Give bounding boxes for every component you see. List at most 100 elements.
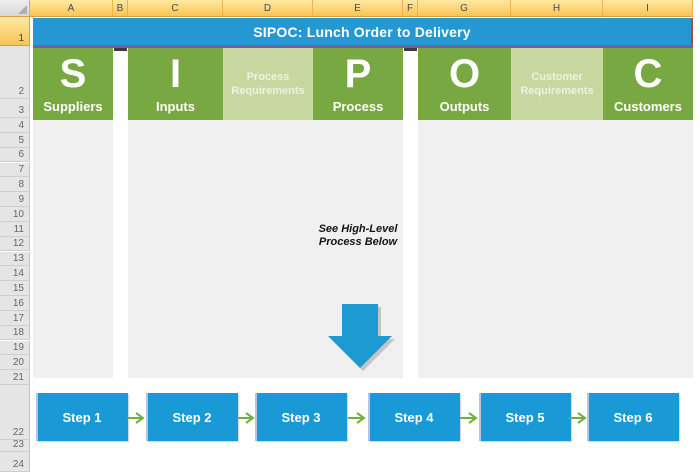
sheet-title[interactable]: SIPOC: Lunch Order to Delivery [33, 18, 693, 45]
column-band-I [603, 120, 693, 378]
column-header-B[interactable]: B [113, 0, 128, 17]
row-number: 10 [12, 208, 24, 220]
column-header-D[interactable]: D [223, 0, 313, 17]
row-number: 1 [18, 33, 24, 44]
sipoc-letter: O [448, 51, 481, 96]
column-band-A [33, 120, 113, 378]
sipoc-block-outputs[interactable]: O Outputs [418, 48, 511, 120]
row-header-14[interactable]: 14 [0, 266, 30, 282]
row-number: 9 [18, 193, 24, 205]
column-header-C[interactable]: C [128, 0, 223, 17]
sipoc-block-process[interactable]: P Process [313, 48, 403, 120]
column-letter: D [263, 2, 272, 14]
row-number: 20 [12, 357, 24, 369]
row-header-6[interactable]: 6 [0, 147, 30, 163]
step-label: Step 2 [172, 409, 212, 425]
title-shadow-segment [114, 48, 127, 51]
row-header-16[interactable]: 16 [0, 296, 30, 311]
step-label: Step 4 [394, 409, 434, 425]
step-2-box[interactable]: Step 2 [146, 393, 238, 441]
sipoc-label: Process [332, 99, 384, 114]
sipoc-letter: C [633, 51, 663, 96]
sipoc-letter: P [344, 51, 372, 96]
column-band-H [511, 120, 603, 378]
column-letter: E [354, 2, 361, 14]
title-shadow-segment [404, 48, 417, 51]
row-header-15[interactable]: 15 [0, 281, 30, 296]
column-band-C [128, 120, 223, 378]
step-3-box[interactable]: Step 3 [255, 393, 347, 441]
column-header-E[interactable]: E [313, 0, 403, 17]
requirements-block-H[interactable]: Customer Requirements [511, 48, 603, 120]
row-header-10[interactable]: 10 [0, 207, 30, 222]
column-letter: A [67, 2, 75, 14]
row-header-5[interactable]: 5 [0, 132, 30, 148]
sipoc-label: Outputs [439, 99, 490, 114]
row-header-21[interactable]: 21 [0, 370, 30, 385]
row-header-12[interactable]: 12 [0, 236, 30, 252]
row-header-2[interactable]: 2 [0, 46, 30, 99]
row-header-4[interactable]: 4 [0, 118, 30, 133]
row-number: 14 [12, 268, 24, 280]
sipoc-block-customers[interactable]: C Customers [603, 48, 693, 120]
requirements-block-D[interactable]: Process Requirements [223, 48, 313, 120]
column-letter: C [171, 2, 179, 14]
row-number: 7 [18, 164, 24, 176]
row-header-3[interactable]: 3 [0, 99, 30, 118]
row-header-9[interactable]: 9 [0, 192, 30, 207]
row-number: 6 [18, 149, 24, 161]
sipoc-letter: I [169, 51, 182, 96]
step-6-box[interactable]: Step 6 [587, 393, 679, 441]
select-all-corner[interactable] [0, 0, 30, 17]
column-letter: F [406, 2, 414, 14]
row-number: 23 [12, 439, 24, 450]
column-header-H[interactable]: H [511, 0, 603, 17]
row-header-18[interactable]: 18 [0, 325, 30, 341]
step-5-box[interactable]: Step 5 [479, 393, 571, 441]
sipoc-label: Customers [614, 99, 682, 114]
column-header-F[interactable]: F [403, 0, 418, 17]
row-number: 3 [18, 105, 24, 116]
row-header-24[interactable]: 24 [0, 452, 30, 472]
row-number: 12 [12, 238, 24, 250]
row-header-23[interactable]: 23 [0, 439, 30, 452]
step-label: Step 6 [613, 409, 653, 425]
row-header-17[interactable]: 17 [0, 310, 30, 326]
row-number: 2 [18, 86, 24, 97]
row-number: 5 [18, 134, 24, 146]
row-header-13[interactable]: 13 [0, 251, 30, 267]
step-4-box[interactable]: Step 4 [368, 393, 460, 441]
right-arrow-icon [459, 412, 478, 424]
right-arrow-icon [236, 412, 255, 424]
row-number: 8 [18, 179, 24, 191]
row-number: 4 [18, 119, 24, 131]
row-header-8[interactable]: 8 [0, 177, 30, 193]
process-note: See High-Level Process Below [318, 223, 398, 248]
row-number: 17 [12, 312, 24, 324]
right-arrow-icon [569, 412, 587, 424]
right-arrow-icon [127, 412, 145, 424]
row-header-11[interactable]: 11 [0, 221, 30, 237]
step-label: Step 1 [62, 409, 102, 425]
row-number: 21 [12, 371, 24, 383]
column-header-I[interactable]: I [603, 0, 693, 17]
column-band-D [223, 120, 313, 378]
right-arrow-icon [347, 412, 366, 424]
step-1-box[interactable]: Step 1 [36, 393, 128, 441]
row-header-20[interactable]: 20 [0, 355, 30, 371]
column-letter: I [646, 2, 649, 14]
row-header-1[interactable]: 1 [0, 17, 30, 46]
sipoc-label: Suppliers [43, 99, 103, 114]
column-header-G[interactable]: G [418, 0, 511, 17]
row-number: 15 [12, 282, 24, 294]
row-number: 18 [12, 327, 24, 339]
column-letter: G [460, 2, 468, 14]
row-header-7[interactable]: 7 [0, 162, 30, 178]
column-header-A[interactable]: A [30, 0, 113, 17]
row-header-19[interactable]: 19 [0, 340, 30, 356]
row-number: 22 [12, 427, 24, 438]
row-header-22[interactable]: 22 [0, 385, 30, 440]
